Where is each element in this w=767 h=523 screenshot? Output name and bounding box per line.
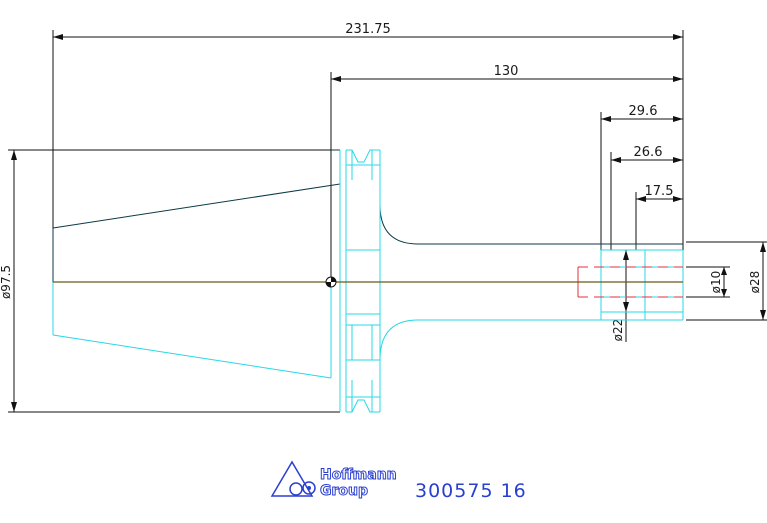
- hoffmann-group-logo: Hoffmann Group: [270, 460, 397, 500]
- dim-bore-depth-2: 26.6: [610, 145, 683, 250]
- dim-bore-depth-1-text: 29.6: [629, 104, 658, 119]
- dim-bore-10-text: ø10: [709, 271, 723, 294]
- part-outline-lower: [52, 149, 684, 413]
- dim-bore-28: ø28: [686, 241, 767, 321]
- dim-bore-28-text: ø28: [748, 271, 762, 294]
- reference-point-marker: [325, 276, 337, 288]
- dim-shank-length-text: 130: [494, 64, 519, 79]
- dim-bore-10: ø10: [686, 266, 730, 298]
- part-number: 300575 16: [415, 480, 527, 502]
- logo-mark-icon: [270, 460, 316, 497]
- dim-bore-depth-3-text: 17.5: [645, 184, 674, 199]
- dim-flange-diameter: ø97.5: [0, 149, 340, 413]
- dim-overall-length-text: 231.75: [345, 22, 391, 37]
- dim-bore-depth-2-text: 26.6: [634, 145, 663, 160]
- logo-word-hoffmann: Hoffmann: [320, 467, 397, 483]
- dim-shank-length: 130: [330, 64, 683, 282]
- dim-overall-length: 231.75: [52, 22, 684, 282]
- logo-word-group: Group: [320, 483, 368, 499]
- dim-bore-depth-3: 17.5: [635, 184, 683, 250]
- part-outline-upper: [52, 149, 683, 282]
- dim-bore-22: ø22: [611, 250, 629, 342]
- dim-bore-depth-1: 29.6: [600, 104, 683, 250]
- dim-bore-22-text: ø22: [611, 319, 625, 342]
- dim-flange-diameter-text: ø97.5: [0, 265, 13, 299]
